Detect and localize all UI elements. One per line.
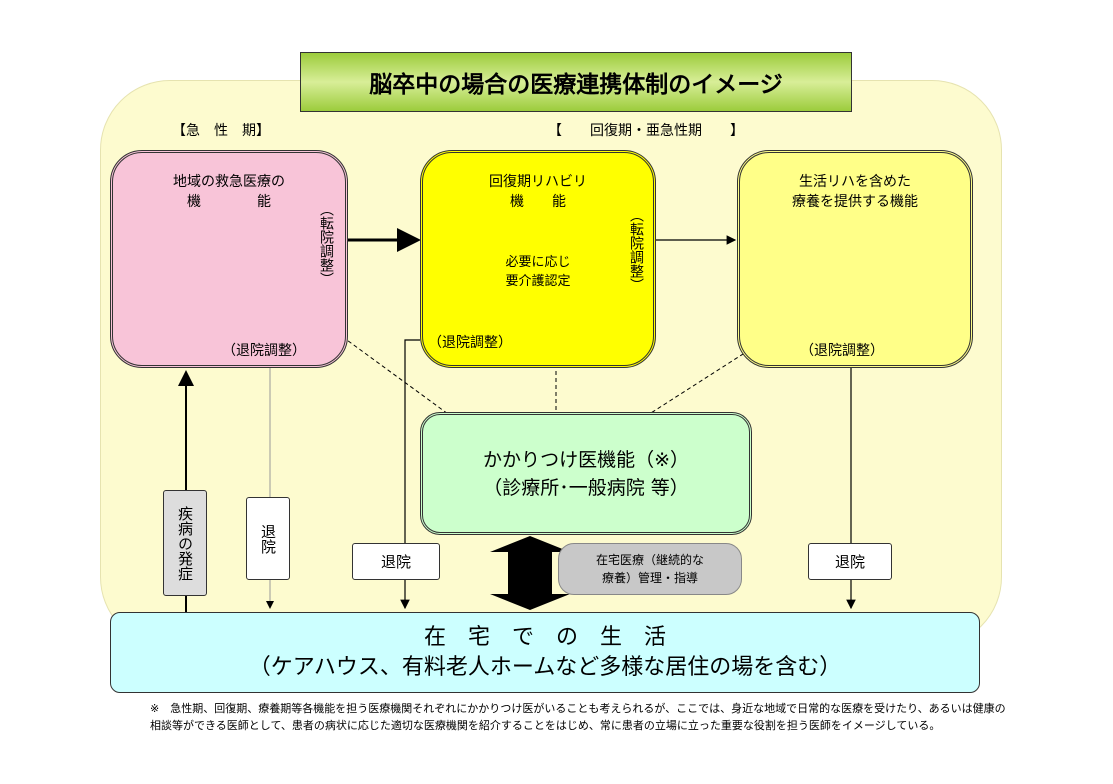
acute-care-box: 地域の救急医療の 機 能 bbox=[110, 150, 348, 368]
acute-title-1: 地域の救急医療の bbox=[173, 174, 285, 190]
footnote: ※ 急性期、回復期、療養期等各機能を担う医療機関それぞれにかかりつけ医がいること… bbox=[150, 702, 1006, 732]
rehab-care-1: 必要に応じ bbox=[505, 255, 571, 270]
line-rehab-discharge bbox=[400, 339, 420, 610]
diagram-title: 脳卒中の場合の医療連携体制のイメージ bbox=[300, 52, 852, 112]
family-doctor-subtitle: （診療所･一般病院 等） bbox=[483, 476, 689, 499]
home-title: 在 宅 で の 生 活 bbox=[423, 625, 666, 650]
discharge-tag-care: 退院 bbox=[808, 543, 892, 580]
rehab-transfer-label: （転院調整） bbox=[628, 208, 644, 292]
home-subtitle: （ケアハウス、有料老人ホームなど多様な居住の場を含む） bbox=[248, 655, 842, 680]
dashed-arrow-to-care bbox=[639, 321, 794, 421]
rehab-discharge-label: （退院調整） bbox=[428, 335, 512, 351]
phase-recovery-label: 【 回復期・亜急性期 】 bbox=[548, 123, 744, 139]
family-doctor-box: かかりつけ医機能（※） （診療所･一般病院 等） bbox=[420, 412, 752, 535]
care-title-1: 生活リハを含めた bbox=[799, 174, 911, 190]
rehab-title-2: 機 能 bbox=[510, 194, 566, 210]
double-arrow-icon bbox=[490, 536, 570, 610]
discharge-tag-rehab: 退院 bbox=[352, 543, 440, 580]
acute-title-2: 機 能 bbox=[187, 194, 271, 210]
callout-line-2: 療養）管理・指導 bbox=[601, 571, 698, 585]
acute-transfer-label: （転院調整） bbox=[318, 202, 334, 286]
home-care-callout: 在宅医療（継続的な 療養）管理・指導 bbox=[558, 543, 742, 595]
onset-label: 疾病の発症 bbox=[163, 490, 207, 596]
phase-acute-label: 【急 性 期】 bbox=[172, 123, 270, 139]
rehab-box: 回復期リハビリ 機 能 必要に応じ 要介護認定 bbox=[420, 150, 656, 368]
rehab-care-2: 要介護認定 bbox=[505, 274, 571, 289]
callout-line-1: 在宅医療（継続的な bbox=[595, 553, 704, 567]
home-life-box: 在 宅 で の 生 活 （ケアハウス、有料老人ホームなど多様な居住の場を含む） bbox=[110, 612, 980, 693]
rehab-title-1: 回復期リハビリ bbox=[489, 174, 587, 190]
acute-discharge-label: （退院調整） bbox=[222, 343, 306, 359]
care-title-2: 療養を提供する機能 bbox=[792, 194, 918, 210]
long-term-care-box: 生活リハを含めた 療養を提供する機能 bbox=[737, 150, 973, 368]
care-discharge-label: （退院調整） bbox=[800, 343, 884, 359]
discharge-tag-acute: 退院 bbox=[246, 497, 290, 580]
family-doctor-title: かかりつけ医機能（※） bbox=[482, 448, 690, 471]
